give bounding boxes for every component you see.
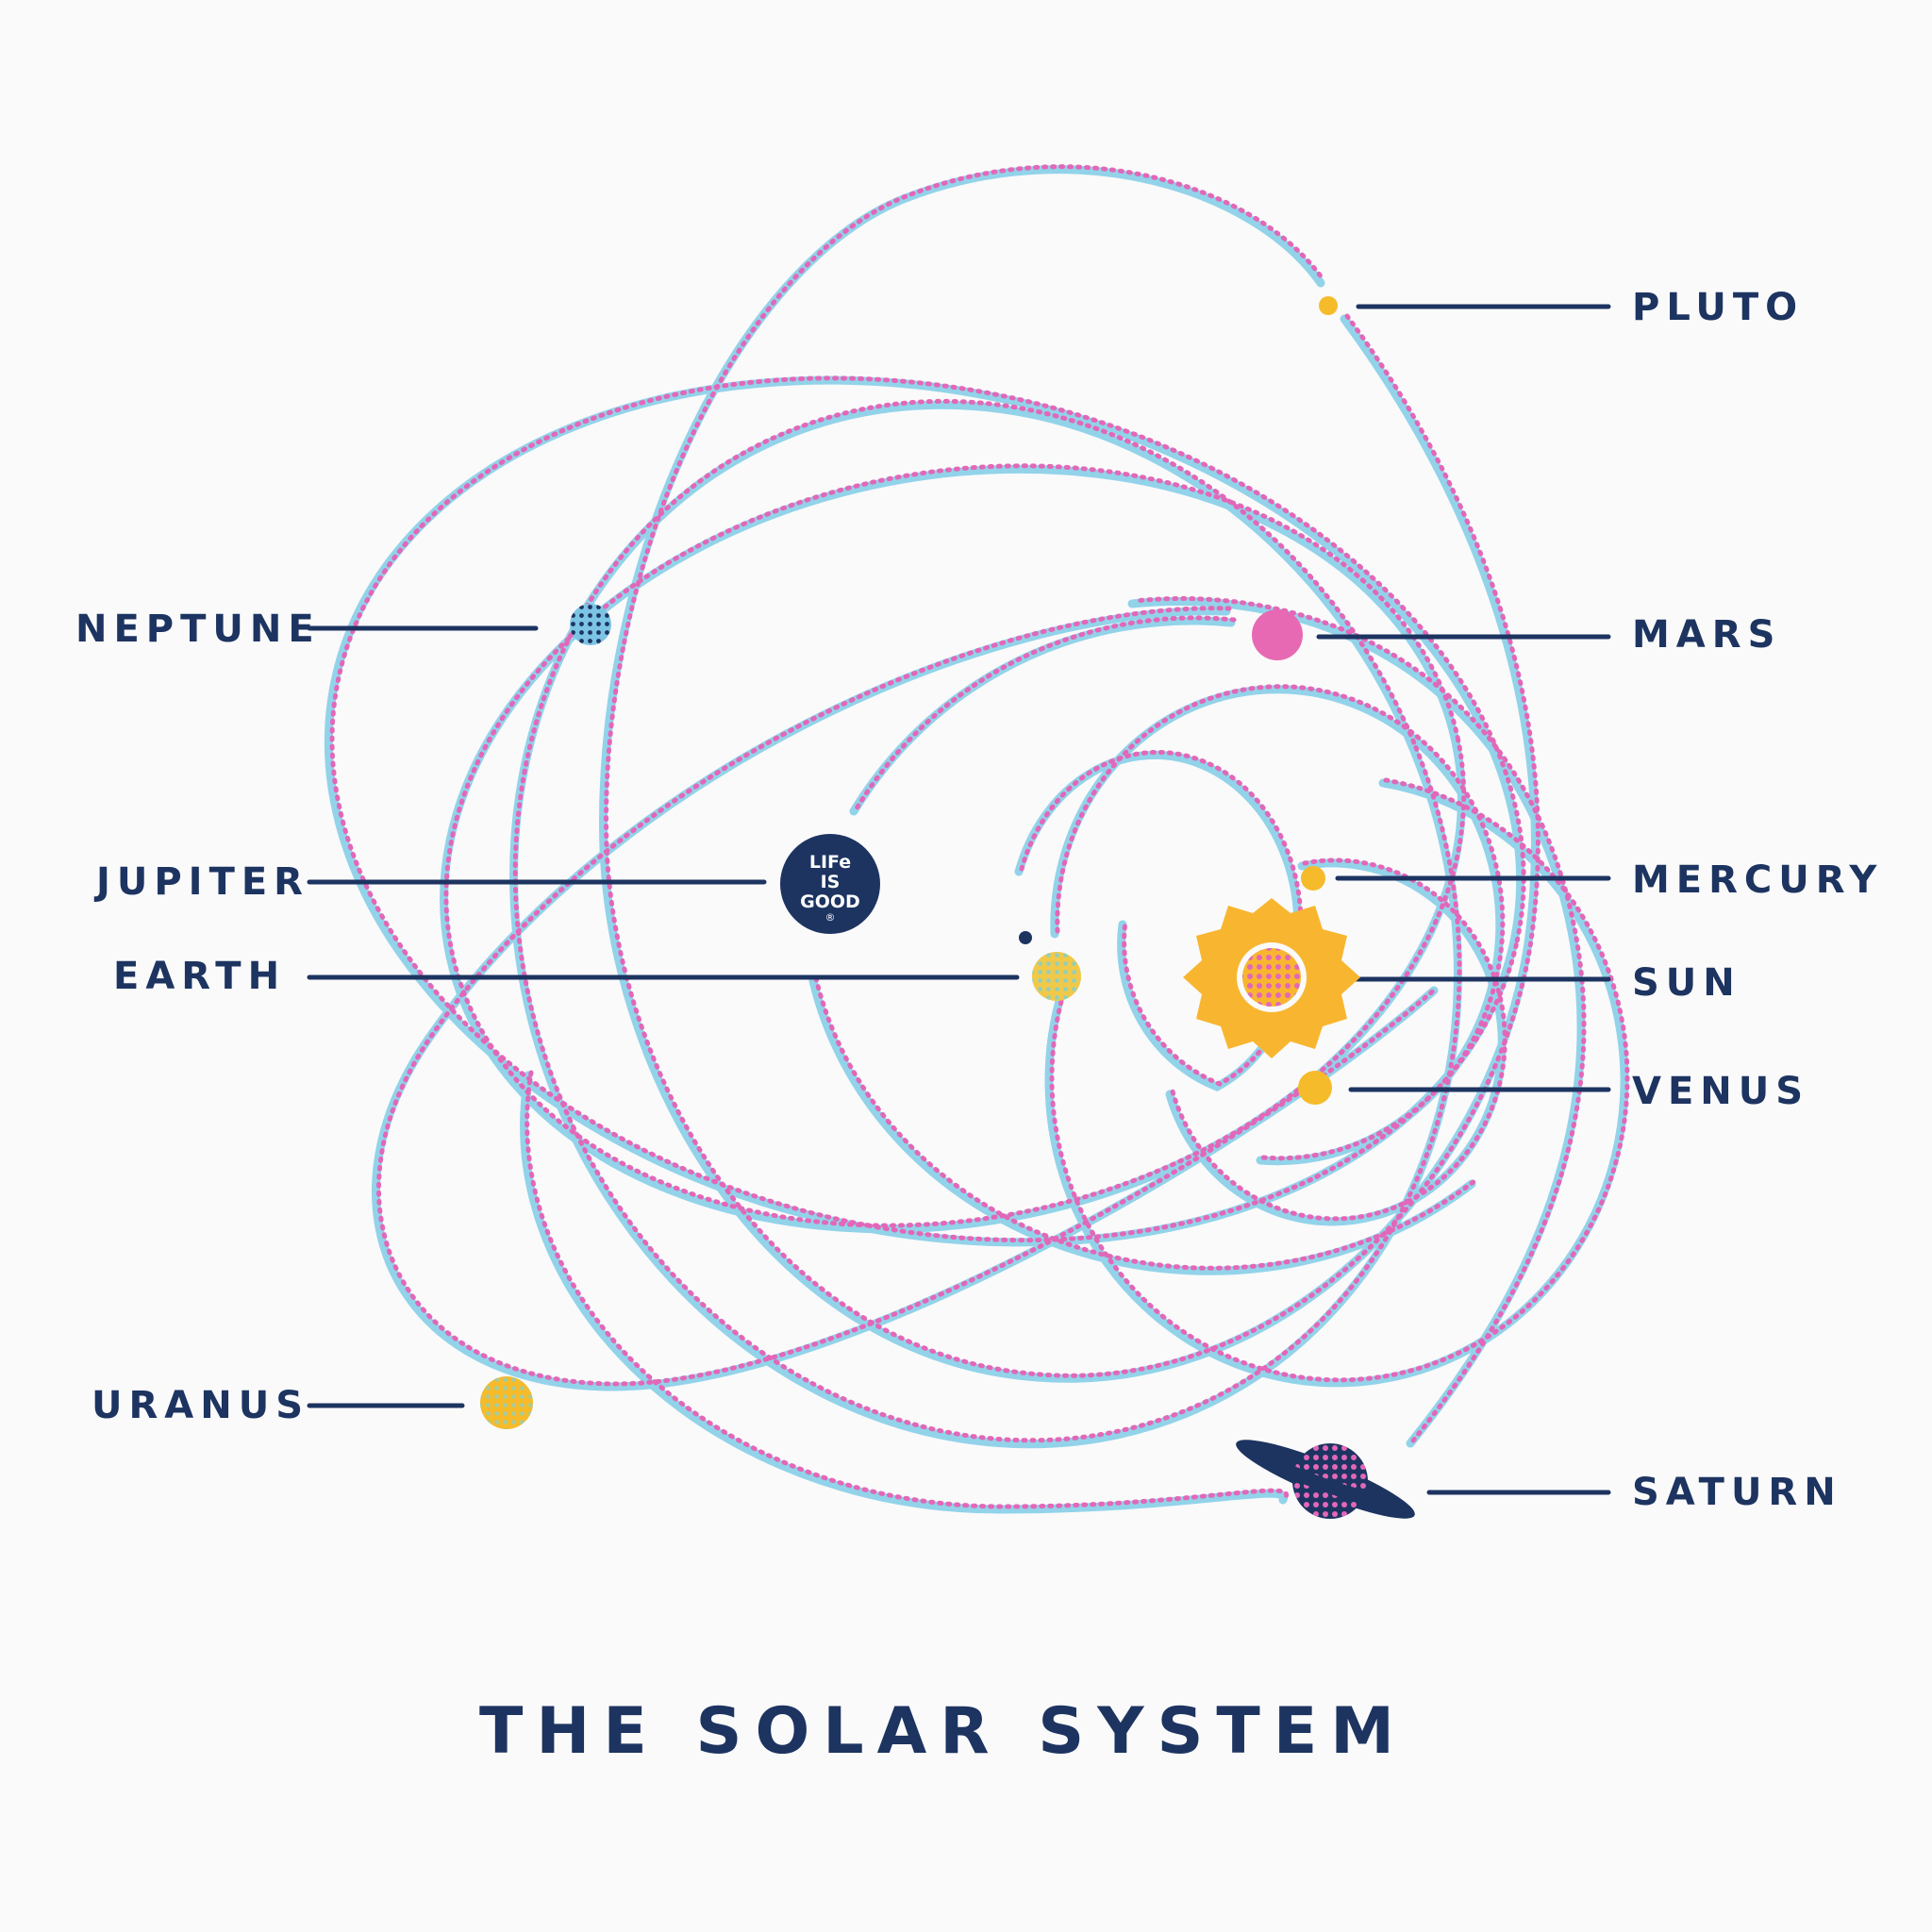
label-uranus: URANUS [92,1384,309,1427]
earth-icon [1032,952,1081,1001]
venus-icon [1298,1071,1332,1105]
page-title: THE SOLAR SYSTEM [479,1694,1407,1769]
neptune-icon [570,604,611,645]
mercury-icon [1301,866,1325,891]
label-pluto: PLUTO [1632,286,1804,329]
logo-registered-mark: ® [825,911,836,924]
uranus-orbit [440,464,1466,1234]
label-neptune: NEPTUNE [75,608,321,651]
logo-line-2: IS [821,872,841,892]
saturn-icon [1236,1440,1415,1519]
jupiter-logo-badge: LIFe IS GOOD ® [780,834,880,934]
label-sun: SUN [1632,961,1741,1005]
mars-icon [1252,609,1303,660]
label-mars: MARS [1632,613,1781,657]
label-mercury: MERCURY [1632,858,1883,902]
label-jupiter: JUPITER [93,860,309,904]
uranus-icon [480,1376,533,1429]
neptune-orbit [509,400,1462,1449]
moon-icon [1019,931,1032,944]
logo-line-3: GOOD [800,891,860,912]
label-saturn: SATURN [1632,1471,1842,1514]
sun [1183,898,1360,1058]
logo-line-1: LIFe [809,852,851,873]
saturn-orbit [324,375,1525,1247]
outer-swoop-2 [520,1071,1289,1514]
pluto-icon [1319,296,1338,315]
label-venus: VENUS [1632,1070,1809,1113]
label-leader-lines [307,304,1611,1495]
orbit-dots-overlay [329,164,1630,1509]
label-earth: EARTH [113,955,286,998]
